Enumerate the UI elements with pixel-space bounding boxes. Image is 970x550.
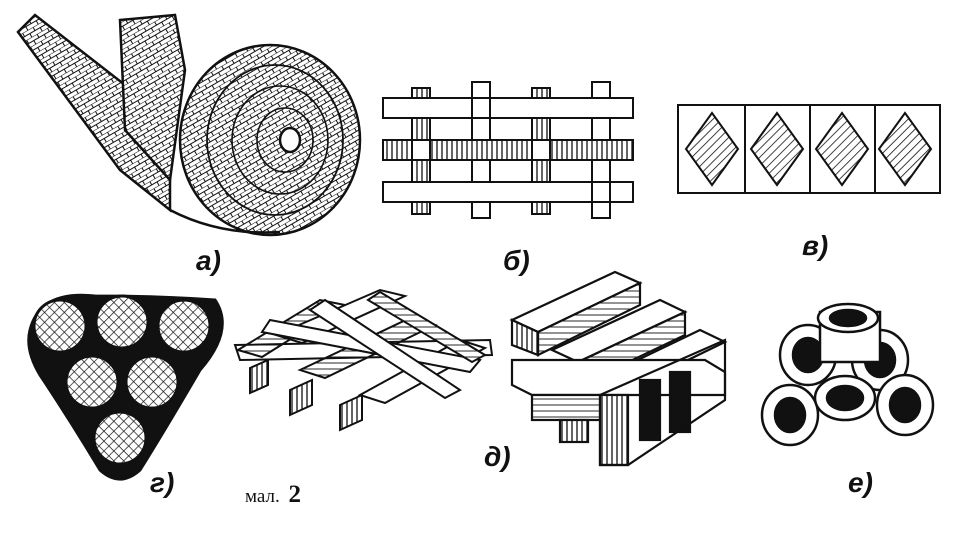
ring-pile-illustration — [760, 302, 935, 447]
label-g: г) — [150, 467, 174, 498]
label-b: б) — [503, 245, 530, 276]
roll-tape-illustration — [16, 13, 362, 237]
label-a: а) — [196, 245, 221, 276]
label-v: в) — [802, 230, 828, 261]
wooden-lattice-illustration — [233, 288, 494, 432]
label-d: д) — [484, 441, 511, 472]
woven-lattice-illustration — [382, 81, 634, 219]
cylinder-bundle-illustration — [27, 293, 224, 481]
label-e: е) — [848, 467, 873, 498]
figure-caption: мал. 2 — [245, 481, 301, 508]
stacked-beams-illustration — [509, 270, 728, 467]
caption-prefix: мал. — [245, 486, 280, 507]
caption-number: 2 — [288, 481, 301, 508]
diamond-strip-illustration — [677, 104, 941, 194]
